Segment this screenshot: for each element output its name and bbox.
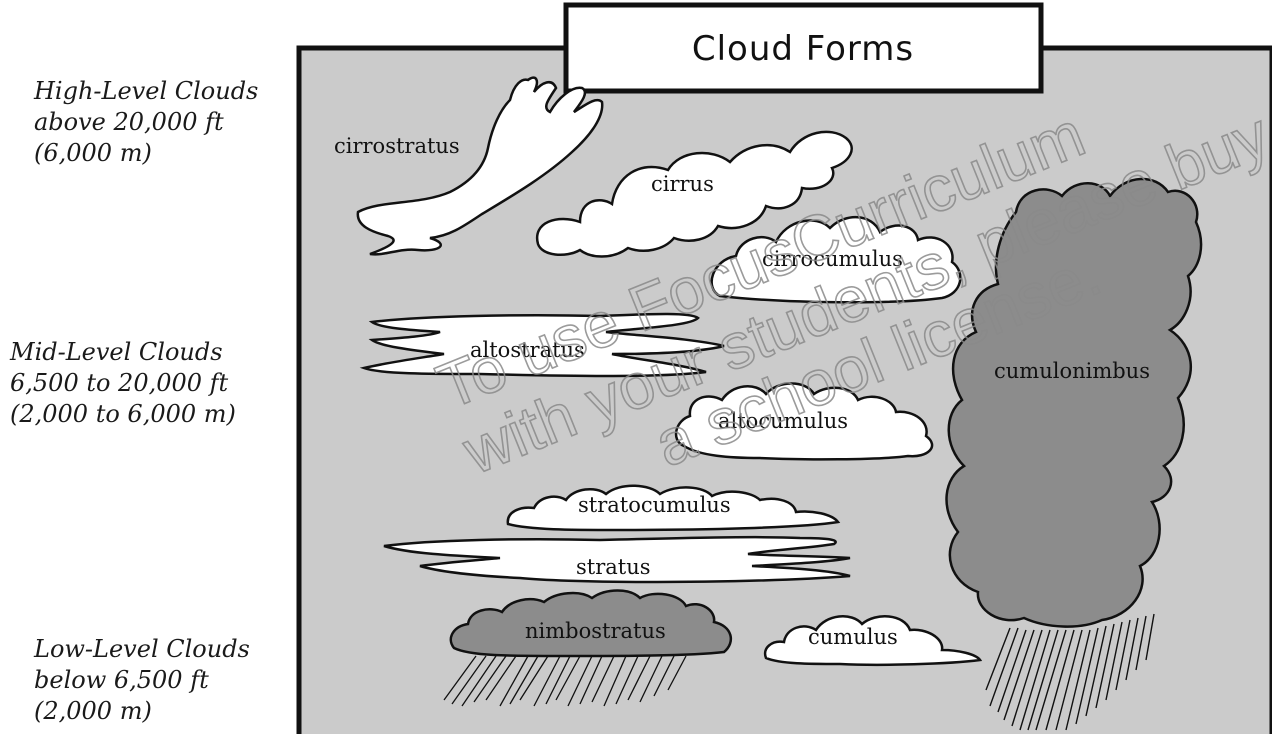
cumulonimbus-label: cumulonimbus bbox=[994, 359, 1150, 383]
cirrostratus-label: cirrostratus bbox=[334, 134, 460, 158]
cirrus-label: cirrus bbox=[651, 172, 714, 196]
title-box: Cloud Forms bbox=[566, 5, 1041, 91]
nimbostratus-label: nimbostratus bbox=[525, 619, 666, 643]
stratus-label: stratus bbox=[576, 555, 651, 579]
cumulus-label: cumulus bbox=[808, 625, 898, 649]
diagram-title: Cloud Forms bbox=[692, 29, 914, 69]
stratocumulus-label: stratocumulus bbox=[578, 493, 731, 517]
